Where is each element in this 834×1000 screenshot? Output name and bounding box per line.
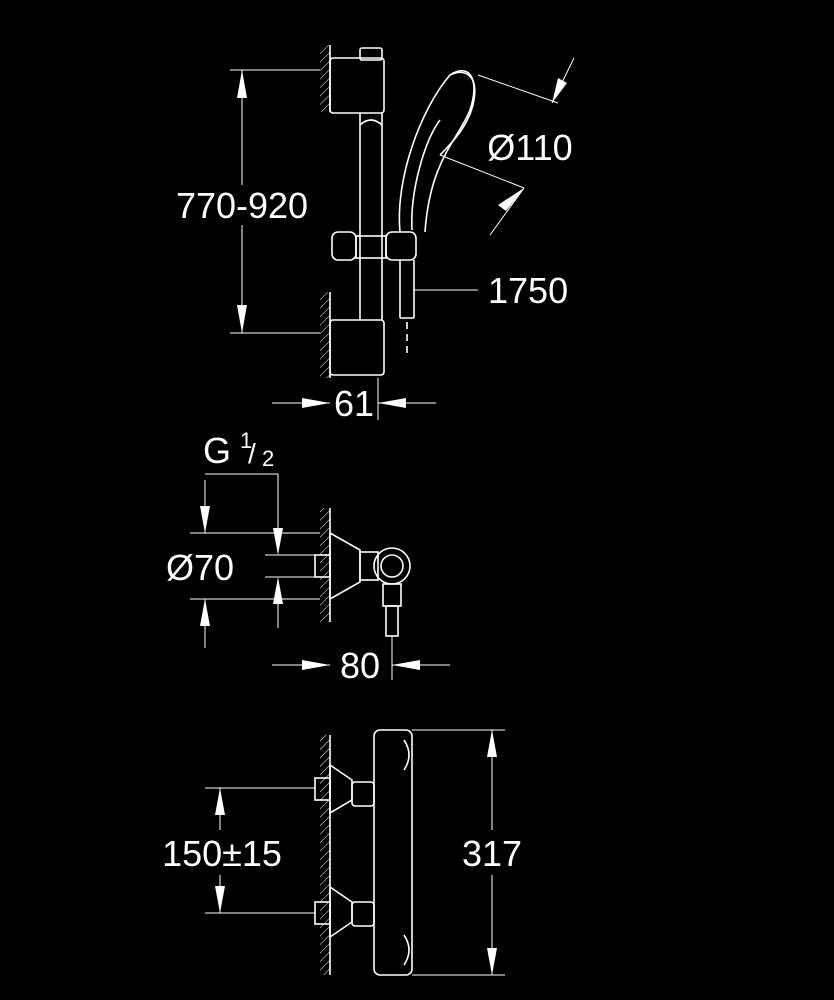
upper-inlet bbox=[314, 763, 375, 815]
hose-length-dimension: 1750 bbox=[414, 270, 568, 311]
height-label: 317 bbox=[462, 833, 522, 874]
head-diameter-label: Ø110 bbox=[487, 127, 572, 168]
projection-dimension: 80 bbox=[272, 636, 450, 686]
thread-label: G bbox=[203, 430, 231, 471]
hose-length-label: 1750 bbox=[488, 270, 568, 311]
inlet-spacing-label: 150±15 bbox=[162, 833, 282, 874]
wall-union: G 1 / 2 Ø70 80 bbox=[166, 428, 450, 686]
thread-slash: / bbox=[248, 438, 256, 469]
slide-rail bbox=[359, 113, 383, 320]
escutcheon-diameter-label: Ø70 bbox=[166, 547, 234, 588]
rail-height-dimension: 770-920 bbox=[176, 69, 320, 334]
wall-distance-label: 61 bbox=[334, 383, 374, 424]
upper-bracket bbox=[329, 47, 385, 114]
thread-label-group: G 1 / 2 bbox=[203, 428, 315, 628]
thread-denominator: 2 bbox=[262, 446, 274, 471]
hand-shower bbox=[398, 69, 476, 233]
slider bbox=[331, 231, 417, 261]
lower-bracket bbox=[329, 319, 385, 376]
wall-hatch-top bbox=[320, 45, 331, 378]
height-dimension: 317 bbox=[412, 729, 522, 976]
inlet-spacing-dimension: 150±15 bbox=[162, 787, 315, 914]
wall-distance-dimension: 61 bbox=[272, 378, 436, 424]
head-diameter-dimension: Ø110 bbox=[439, 57, 575, 236]
shower-rail-set: 770-920 Ø110 1750 61 bbox=[176, 45, 575, 424]
thermostat: 150±15 317 bbox=[162, 729, 522, 976]
hose bbox=[399, 260, 415, 358]
rail-height-label: 770-920 bbox=[176, 185, 308, 226]
escutcheon-diameter-dimension: Ø70 bbox=[166, 480, 320, 648]
projection-label: 80 bbox=[340, 645, 380, 686]
thread-numerator: 1 bbox=[240, 428, 252, 453]
